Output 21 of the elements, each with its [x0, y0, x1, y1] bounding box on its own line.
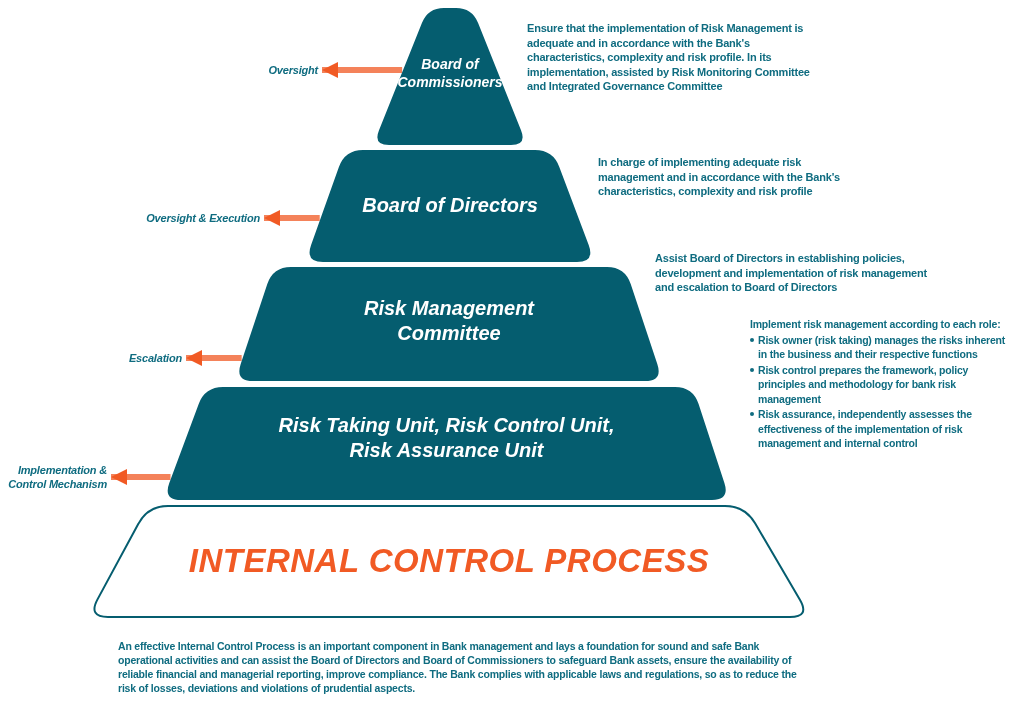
description-text: In charge of implementing adequate risk management and in accordance with the Bank's characteristics, complexity and risk profile — [598, 155, 841, 199]
base-title: INTERNAL CONTROL PROCESS — [187, 541, 711, 581]
level-label: Risk Management Committee — [362, 296, 536, 346]
arrow-label: Escalation — [127, 351, 182, 365]
level-label: Board of Commissioners — [396, 56, 504, 91]
arrow — [110, 469, 172, 485]
description-text: Assist Board of Directors in establishing policies, development and implementation of risk management and escalation to Board of Directors — [655, 251, 928, 295]
arrow — [185, 350, 243, 366]
arrow-label: Implementation & Control Mechanism — [7, 463, 107, 491]
arrow — [321, 62, 403, 78]
level-label: Risk Taking Unit, Risk Control Unit, Risk Assurance Unit — [277, 413, 616, 463]
bullet-item: Risk control prepares the framework, policy principles and methodology for bank risk management — [758, 362, 970, 406]
bullet-item: Risk assurance, independently assesses the effectiveness of the implementation of risk management and internal control — [758, 407, 973, 451]
level-label: Board of Directors — [361, 193, 539, 218]
arrow-label: Oversight — [267, 63, 318, 77]
arrow-label: Oversight & Execution — [145, 211, 260, 225]
description-text: Ensure that the implementation of Risk Management is adequate and in accordance with the Bank's characteristics, complexity and risk profile. In its implementation, assisted by Risk Monitoring Committee and Integrated Governance Committee — [527, 21, 811, 94]
arrow — [263, 210, 321, 226]
caption-text: An effective Internal Control Process is an important component in Bank management and lays a foundation for sound and safe Bank operational activities and can assist the Board of Directors and Board of Commissioners to safeguard Bank assets, ensure the availability of reliable financial and managerial reporting, improve compliance. The Bank complies with applicable laws and regulations, so as to reduce the risk of losses, deviations and violations of prudential aspects. — [118, 639, 798, 695]
bullet-item: Risk owner (risk taking) manages the risks inherent in the business and their respective functions — [758, 332, 1007, 362]
description-text: Implement risk management according to each role: — [750, 317, 1002, 332]
